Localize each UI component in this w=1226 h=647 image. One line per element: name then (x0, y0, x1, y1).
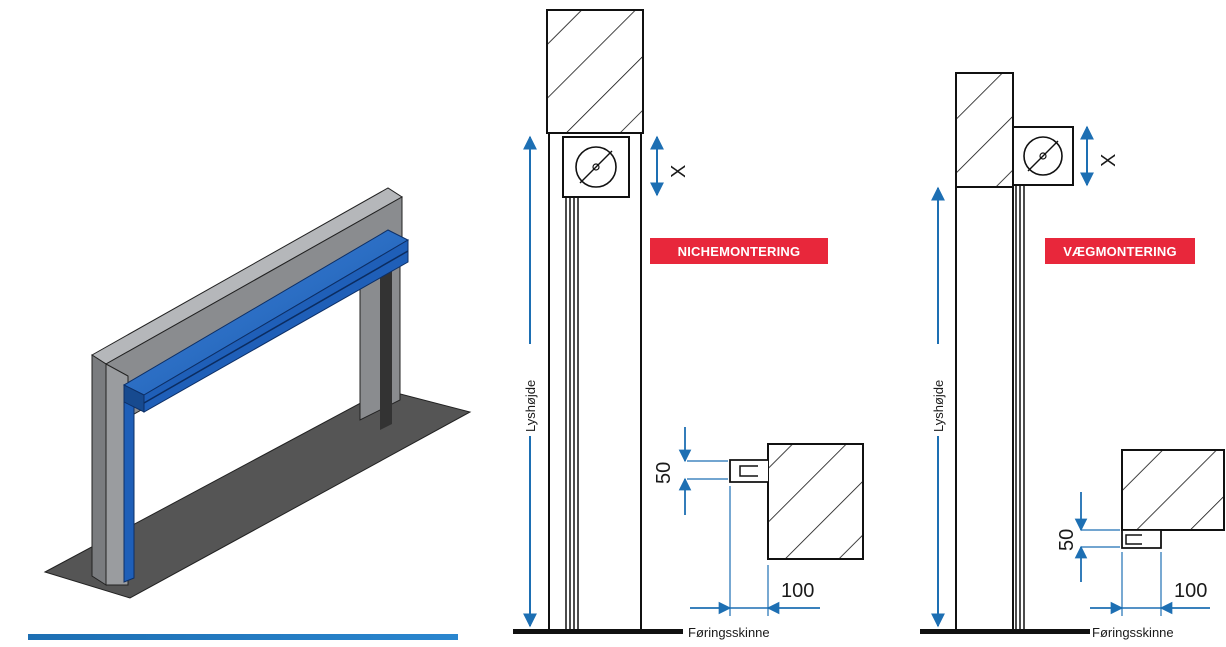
wall-column (955, 186, 1014, 631)
floor-plate (43, 389, 472, 599)
niche-mounting-drawing (513, 9, 864, 634)
wall-mounting-drawing (920, 72, 1225, 634)
niche-wall-column (548, 132, 642, 631)
door-illustration (43, 187, 472, 599)
wall-dim-100-label: 100 (1174, 580, 1208, 602)
wall-x-label: X (1098, 153, 1120, 167)
wall-detail-block (1121, 449, 1225, 531)
niche-dim-100-label: 100 (781, 580, 815, 602)
left-guide-blue (123, 379, 135, 583)
niche-x-label: X (668, 164, 690, 178)
niche-mounting-badge: NICHEMONTERING (650, 238, 828, 264)
niche-lintel (546, 9, 644, 134)
illustration-underline (28, 634, 458, 640)
niche-guide-rail-label: Føringsskinne (688, 625, 770, 640)
niche-clear-height-label: Lyshøjde (523, 379, 538, 432)
left-post (91, 354, 107, 586)
wall-clear-height-label: Lyshøjde (931, 379, 946, 432)
wall-guide-rail-label: Føringsskinne (1092, 625, 1174, 640)
wall-hatched-block (955, 72, 1014, 188)
niche-dim-50-label: 50 (653, 461, 675, 484)
wall-mounting-badge: VÆGMONTERING (1045, 238, 1195, 264)
wall-dim-50-label: 50 (1056, 528, 1078, 551)
niche-detail-wall (767, 443, 864, 560)
